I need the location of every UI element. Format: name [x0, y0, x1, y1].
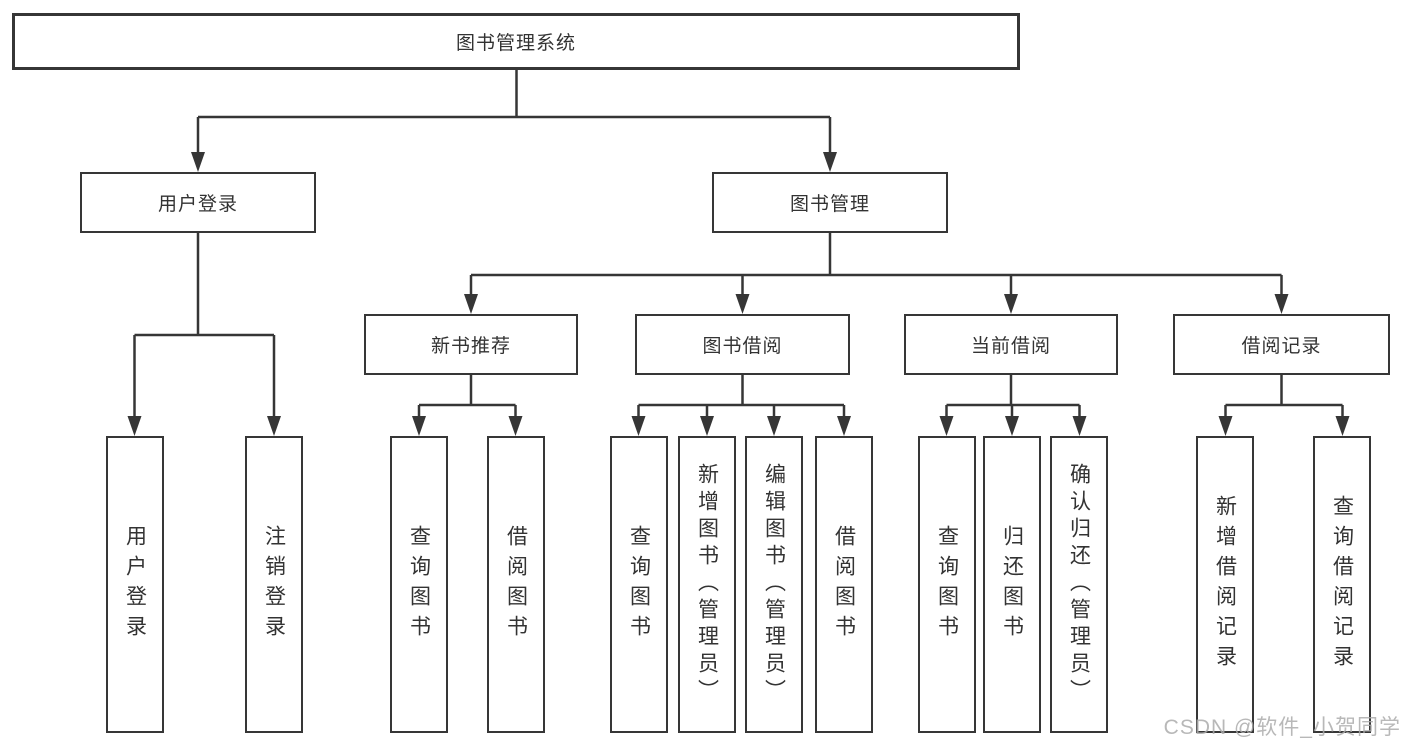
node-borrow-records: 借阅记录: [1173, 314, 1390, 375]
leaf-current-confirm-return-admin-label: 确认归还（管理员）: [1067, 463, 1091, 706]
node-new-book-recommend-label: 新书推荐: [430, 336, 511, 357]
leaf-current-confirm-return-admin: 确认归还（管理员）: [1050, 436, 1108, 733]
node-borrow-records-label: 借阅记录: [1241, 336, 1322, 357]
node-book-borrow: 图书借阅: [635, 314, 850, 375]
node-current-borrow-label: 当前借阅: [970, 336, 1051, 357]
leaf-newbook-borrow-books-label: 借阅图书: [504, 524, 528, 645]
leaf-current-query-books-label: 查询图书: [935, 524, 959, 645]
node-user-login: 用户登录: [80, 172, 316, 233]
leaf-borrow-add-books-admin-label: 新增图书（管理员）: [695, 463, 719, 706]
leaf-borrow-borrow-books-label: 借阅图书: [832, 524, 856, 645]
node-book-borrow-label: 图书借阅: [702, 336, 783, 357]
leaf-newbook-borrow-books: 借阅图书: [487, 436, 545, 733]
leaf-current-query-books: 查询图书: [918, 436, 976, 733]
leaf-newbook-query-books-label: 查询图书: [407, 524, 431, 645]
leaf-records-add-record-label: 新增借阅记录: [1213, 494, 1237, 675]
leaf-logout-label: 注销登录: [262, 524, 286, 645]
leaf-borrow-borrow-books: 借阅图书: [815, 436, 873, 733]
node-current-borrow: 当前借阅: [904, 314, 1118, 375]
leaf-logout: 注销登录: [245, 436, 303, 733]
leaf-user-login: 用户登录: [106, 436, 164, 733]
node-root-label: 图书管理系统: [455, 33, 576, 54]
leaf-borrow-query-books-label: 查询图书: [627, 524, 651, 645]
watermark: CSDN @软件_小贺同学: [1163, 716, 1401, 739]
leaf-records-add-record: 新增借阅记录: [1196, 436, 1254, 733]
node-book-management-label: 图书管理: [789, 194, 870, 215]
leaf-borrow-edit-books-admin: 编辑图书（管理员）: [745, 436, 803, 733]
leaf-user-login-label: 用户登录: [123, 524, 147, 645]
node-book-management: 图书管理: [712, 172, 948, 233]
leaf-current-return-books-label: 归还图书: [1000, 524, 1024, 645]
node-new-book-recommend: 新书推荐: [364, 314, 578, 375]
leaf-borrow-add-books-admin: 新增图书（管理员）: [678, 436, 736, 733]
leaf-records-query-record-label: 查询借阅记录: [1330, 494, 1354, 675]
node-root: 图书管理系统: [12, 13, 1020, 70]
leaf-borrow-query-books: 查询图书: [610, 436, 668, 733]
leaf-records-query-record: 查询借阅记录: [1313, 436, 1371, 733]
node-user-login-label: 用户登录: [157, 194, 238, 215]
leaf-current-return-books: 归还图书: [983, 436, 1041, 733]
leaf-borrow-edit-books-admin-label: 编辑图书（管理员）: [762, 463, 786, 706]
leaf-newbook-query-books: 查询图书: [390, 436, 448, 733]
